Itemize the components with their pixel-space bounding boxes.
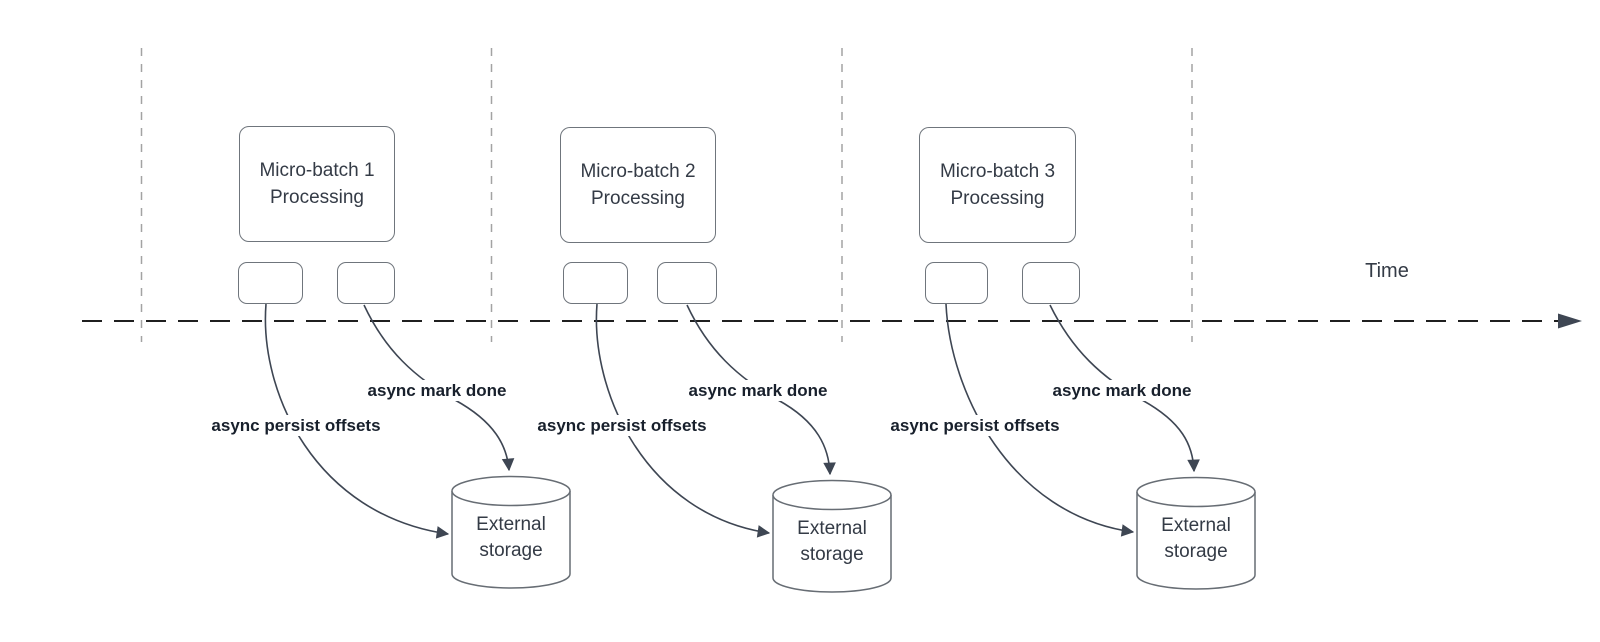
micro-batch-1-task-box-left	[238, 262, 303, 304]
micro-batch-2-task-box-right	[657, 262, 717, 304]
micro-batch-2-box: Micro-batch 2 Processing	[560, 127, 716, 243]
external-storage-label-3: External storage	[1161, 515, 1231, 562]
storage-cylinder-3	[1136, 476, 1256, 590]
micro-batch-1-task-box-right	[337, 262, 395, 304]
micro-batch-2-task-box-left	[563, 262, 628, 304]
external-storage-label-1: External storage	[476, 514, 546, 561]
async-persist-offsets-label-3: async persist offsets	[883, 415, 1067, 436]
async-mark-done-label-1: async mark done	[362, 380, 512, 401]
async-mark-done-label-2: async mark done	[683, 380, 833, 401]
arrow-persist-offsets-1	[264, 303, 448, 534]
async-mark-done-label-3: async mark done	[1047, 380, 1197, 401]
batch-interval-guides	[140, 48, 1193, 342]
async-persist-offsets-label-2: async persist offsets	[530, 415, 714, 436]
micro-batch-3-task-box-right	[1022, 262, 1080, 304]
micro-batch-1-box: Micro-batch 1 Processing	[239, 126, 395, 242]
storage-cylinder-2	[772, 479, 892, 593]
storage-cylinder-1	[451, 475, 571, 589]
micro-batch-3-box: Micro-batch 3 Processing	[919, 127, 1076, 243]
time-axis-arrowhead-icon	[1558, 313, 1582, 329]
arrow-persist-offsets-2	[595, 303, 769, 533]
async-persist-offsets-label-1: async persist offsets	[204, 415, 388, 436]
time-axis	[82, 313, 1582, 329]
micro-batch-3-task-box-left	[925, 262, 988, 304]
arrow-persist-offsets-3	[945, 303, 1133, 532]
storage-cylinders	[451, 475, 1256, 593]
time-axis-label: Time	[1365, 260, 1409, 282]
external-storage-label-2: External storage	[797, 518, 867, 565]
